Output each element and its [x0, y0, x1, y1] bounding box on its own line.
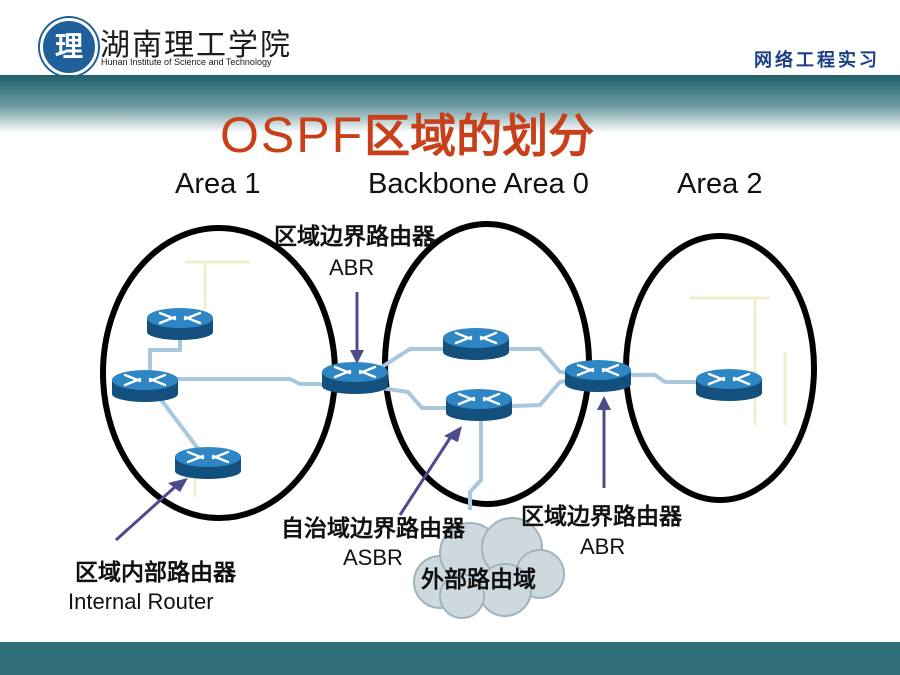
slide-title: OSPF区域的划分 [220, 100, 594, 166]
router-icon [320, 360, 390, 396]
links [148, 331, 729, 510]
router-icon [563, 358, 633, 394]
abr-right-label-cn: 区域边界路由器 [521, 504, 682, 530]
slide-title-cn: 区域的划分 [364, 110, 595, 162]
router-icon [444, 387, 514, 423]
asbr-label-cn: 自治域边界路由器 [281, 516, 465, 542]
slide-title-latin: OSPF [220, 107, 365, 163]
course-title: 网络工程实习 [754, 50, 880, 71]
school-name-en: Hunan Institute of Science and Technolog… [101, 57, 272, 67]
internal-router-label-en: Internal Router [68, 589, 214, 614]
router-icon [694, 367, 764, 403]
router-icon [173, 445, 243, 481]
internal-router-label-cn: 区域内部路由器 [75, 560, 236, 586]
asbr-label-en: ASBR [343, 545, 403, 570]
router-icon [110, 368, 180, 404]
abr-top-label-cn: 区域边界路由器 [274, 224, 435, 250]
pointer-arrows [114, 292, 611, 542]
school-name-cn: 湖南理工学院 [100, 28, 292, 63]
header-band [0, 75, 900, 133]
abr-top-label-en: ABR [329, 255, 375, 280]
abr-right-label-en: ABR [580, 534, 626, 559]
area2-label: Area 2 [677, 168, 763, 200]
school-logo: 理 [40, 18, 98, 76]
router-icon [441, 326, 511, 362]
backbone-area-label: Backbone Area 0 [368, 168, 589, 200]
footer-bar [0, 642, 900, 675]
router-icon [145, 306, 215, 342]
external-domain-cloud [413, 517, 565, 619]
faded-segments [185, 260, 787, 497]
header [0, 0, 900, 75]
backbone-ellipse [382, 221, 592, 507]
external-domain-label: 外部路由域 [421, 567, 536, 593]
area1-label: Area 1 [175, 168, 261, 200]
